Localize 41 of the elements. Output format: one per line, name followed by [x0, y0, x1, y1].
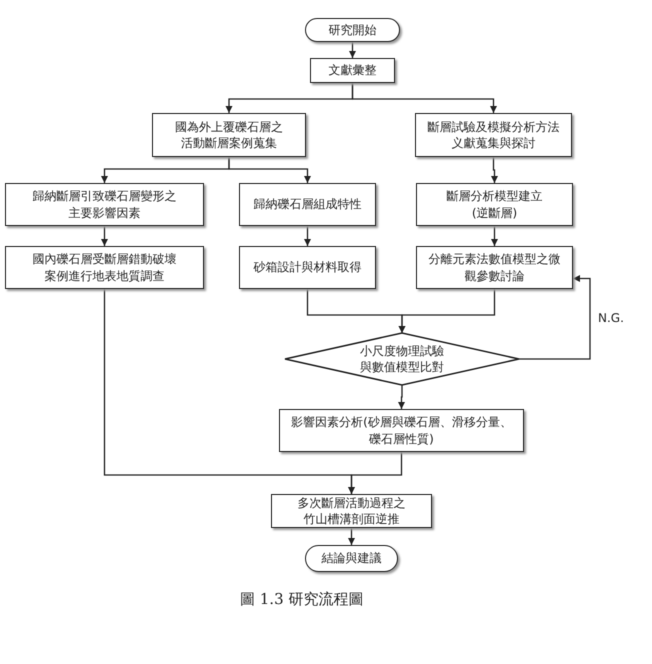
- node-text: 結論與建議: [322, 550, 382, 567]
- terminal-box: [305, 545, 398, 572]
- arrow: [398, 385, 405, 409]
- arrow: [491, 226, 498, 246]
- arrow: [398, 289, 496, 333]
- node-text: 影響因素分析(砂層與礫石層、滑移分量、礫石層性質): [290, 414, 513, 447]
- arrow: [348, 528, 355, 545]
- arrow: [101, 226, 108, 246]
- figure-caption: 圖 1.3 研究流程圖: [240, 590, 364, 609]
- arrow: [352, 83, 497, 113]
- process-box: [416, 183, 573, 226]
- node-text: 小尺度物理試驗與數值模型比對: [359, 342, 445, 376]
- process-box: [5, 183, 204, 226]
- node-text: 歸納礫石層組成特性: [254, 196, 362, 213]
- arrow: [491, 157, 498, 183]
- terminal-box: [305, 18, 400, 42]
- arrow: [348, 452, 402, 494]
- process-box: [5, 246, 204, 289]
- process-box: [271, 494, 432, 528]
- node-text: 文獻彙整: [328, 62, 376, 79]
- node-text: 歸納斷層引致礫石層變形之主要影響因素: [32, 188, 178, 221]
- node-text: 斷層分析模型建立(逆斷層): [446, 188, 544, 221]
- node-text: 研究開始: [328, 22, 376, 38]
- node-text: 多次斷層活動過程之竹山槽溝剖面逆推: [296, 494, 406, 528]
- arrow: [349, 42, 356, 58]
- arrow: [304, 226, 311, 246]
- process-box: [416, 246, 573, 289]
- node-text: 砂箱設計與材料取得: [254, 259, 362, 276]
- node-text: 國內礫石層受斷層錯動破壞案例進行地表地質調查: [32, 251, 178, 284]
- process-box: [279, 409, 524, 452]
- node-text: 國為外上覆礫石層之活動斷層案例蒐集: [174, 118, 284, 152]
- process-box: [239, 183, 376, 226]
- node-text: 斷層試驗及模擬分析方法义獻蒐集與探討: [426, 118, 560, 152]
- process-box: [239, 246, 376, 289]
- process-box: [152, 113, 306, 157]
- process-box: [415, 113, 572, 157]
- arrow: [228, 157, 311, 183]
- arrow: [519, 275, 591, 360]
- process-box: [310, 58, 395, 83]
- edge-label: N.G.: [598, 310, 624, 325]
- node-text: 分離元素法數值模型之微觀參數討論: [428, 251, 562, 284]
